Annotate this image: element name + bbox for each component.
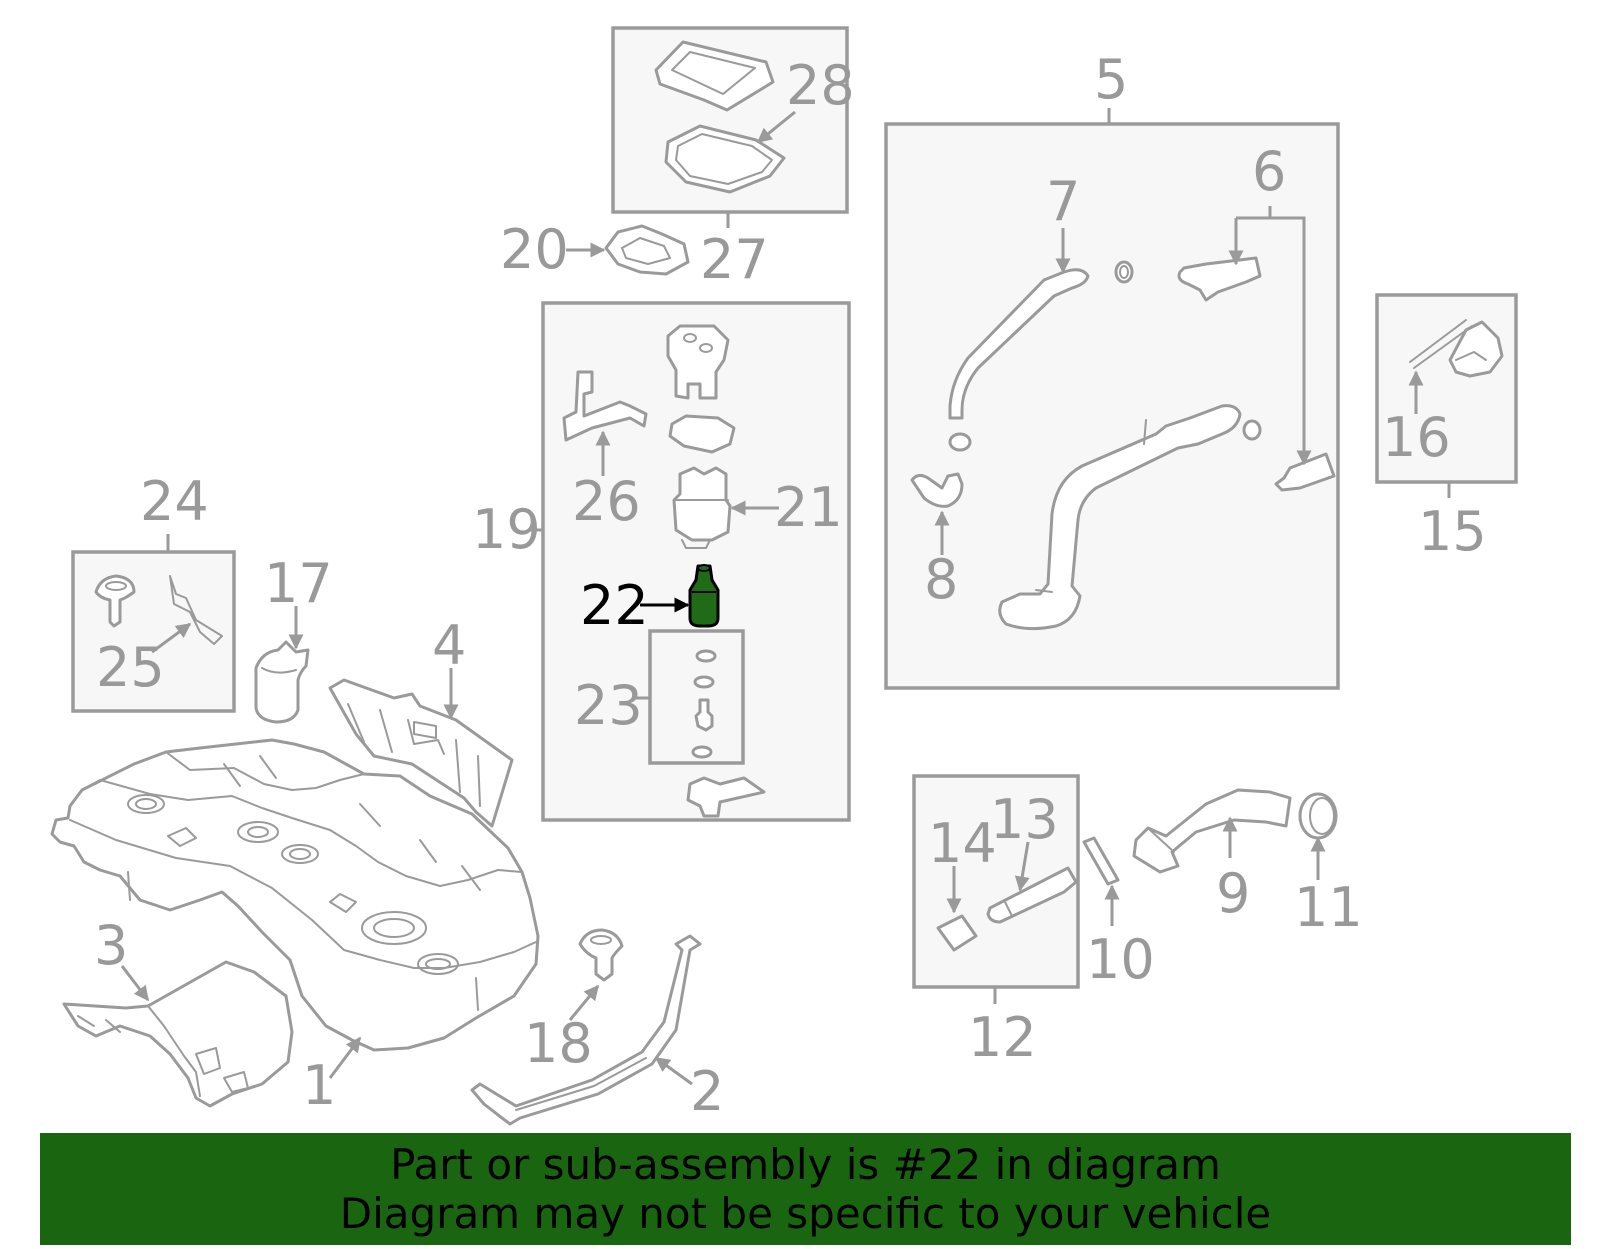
part-6-clip-lower <box>1274 452 1336 492</box>
part-6-clip-upper <box>1177 256 1262 302</box>
box-23 <box>648 629 745 765</box>
part-28-gasket <box>664 124 786 194</box>
callout-9: 9 <box>1216 862 1250 925</box>
callout-2: 2 <box>690 1060 724 1123</box>
part-24-clip <box>94 574 136 628</box>
part-pump-bottom-bracket <box>686 776 766 818</box>
callout-16: 16 <box>1382 406 1451 469</box>
callout-14: 14 <box>928 812 997 875</box>
part-8-hose-elbow <box>910 472 964 508</box>
part-9-filler-hose <box>1132 788 1292 874</box>
callout-6: 6 <box>1252 140 1286 203</box>
callout-22: 22 <box>580 574 649 637</box>
part-16-fuel-door <box>1409 319 1504 378</box>
part-7-vent-hose <box>948 260 1134 452</box>
callout-25: 25 <box>96 636 165 699</box>
callout-24: 24 <box>140 470 209 533</box>
part-13-pipe <box>986 866 1078 924</box>
callout-18: 18 <box>524 1012 593 1075</box>
callout-11: 11 <box>1294 876 1363 939</box>
part-11-cap <box>1298 792 1338 840</box>
part-18-grommet <box>578 928 624 982</box>
callout-26: 26 <box>572 470 641 533</box>
part-23-oring-set <box>691 649 717 759</box>
banner-line-1: Part or sub-assembly is #22 in diagram <box>390 1140 1221 1189</box>
part-14-connector <box>936 914 978 952</box>
part-25-bracket <box>169 575 223 645</box>
part-filler-neck <box>998 404 1262 631</box>
callout-20: 20 <box>500 218 569 281</box>
part-10-clamp <box>1082 836 1120 886</box>
box-24 <box>71 550 236 713</box>
part-pump-seal <box>668 414 736 454</box>
callout-28: 28 <box>786 54 855 117</box>
part-17-valve <box>254 640 310 724</box>
callout-15: 15 <box>1418 500 1487 563</box>
part-pump-top-flange <box>666 324 730 400</box>
part-20-gasket <box>604 224 690 276</box>
part-4-heat-shield <box>328 678 514 828</box>
callout-23: 23 <box>574 674 643 737</box>
callout-13: 13 <box>990 788 1059 851</box>
part-3-skid-plate <box>62 960 294 1108</box>
part-1-fuel-tank <box>50 738 540 1052</box>
callout-21: 21 <box>774 476 843 539</box>
info-banner: Part or sub-assembly is #22 in diagram D… <box>40 1133 1571 1245</box>
part-22-fuel-filter <box>688 564 720 628</box>
box-15 <box>1375 293 1518 484</box>
callout-10: 10 <box>1086 928 1155 991</box>
banner-line-2: Diagram may not be specific to your vehi… <box>339 1189 1272 1238</box>
callout-3: 3 <box>94 914 128 977</box>
callout-7: 7 <box>1046 170 1080 233</box>
part-26-bracket <box>562 370 648 442</box>
callout-5: 5 <box>1094 48 1128 111</box>
callout-17: 17 <box>264 552 333 615</box>
callout-1: 1 <box>302 1054 336 1117</box>
callout-8: 8 <box>924 548 958 611</box>
box-19 <box>541 301 851 822</box>
part-28-cover <box>654 40 775 112</box>
callout-12: 12 <box>968 1006 1037 1069</box>
callout-19: 19 <box>472 498 541 561</box>
callout-27: 27 <box>700 228 769 291</box>
callout-4: 4 <box>432 614 466 677</box>
part-21-pump-module <box>672 466 732 549</box>
part-2-tank-strap <box>470 934 702 1126</box>
